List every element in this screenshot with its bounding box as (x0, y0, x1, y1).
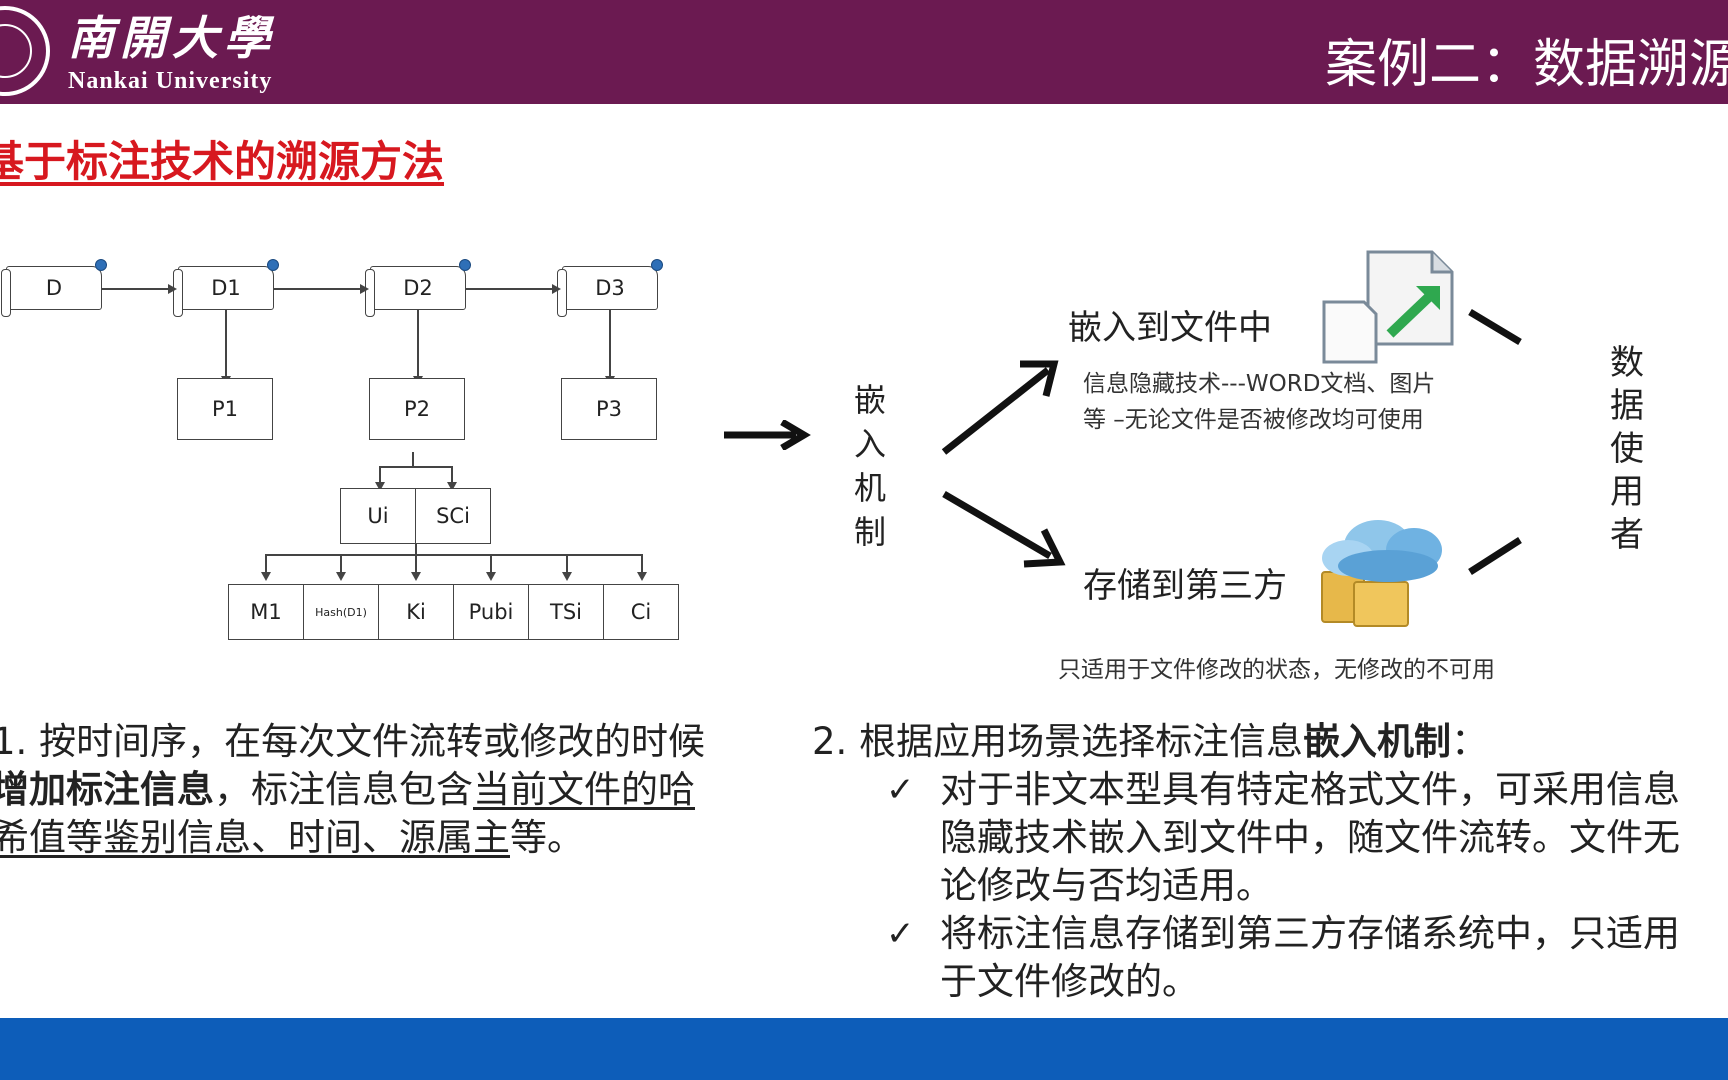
provenance-box-p1: P1 (177, 378, 273, 440)
arrow-line (102, 288, 172, 290)
arrow-head (562, 572, 572, 581)
document-icon (1322, 250, 1454, 364)
data-user-char: 者 (1610, 515, 1644, 555)
arrow-head (637, 572, 647, 581)
data-user-char: 使 (1610, 429, 1644, 469)
check-icon: ✓ (886, 770, 915, 810)
point-one-line: 增加标注信息，标注信息包含当前文件的哈 (0, 766, 752, 814)
arrow-head (411, 572, 421, 581)
field-box-ki: Ki (378, 584, 454, 640)
section-title: 基于标注技术的溯源方法 (0, 137, 445, 186)
body-text: ，标注信息包含 (214, 768, 473, 811)
connector-line (490, 554, 492, 574)
cloud-storage-icon (1321, 520, 1442, 627)
underlined-text: 希值等鉴别信息、时间、源属主 (0, 816, 510, 859)
connector-line (379, 466, 451, 468)
embed-mechanism-char: 制 (853, 513, 886, 551)
embed-mechanism-char: 入 (853, 425, 886, 463)
slide-footer-bar (0, 1018, 1728, 1080)
store-third-party-desc: 只适用于文件修改的状态，无修改的不可用 (1058, 657, 1495, 683)
connector-line (415, 554, 417, 574)
connector-line (415, 544, 417, 554)
check-icon: ✓ (886, 914, 915, 954)
check-item-line: 将标注信息存储到第三方存储系统中，只适用 (940, 912, 1680, 955)
arrow-head (486, 572, 496, 581)
right-arrow-icon (724, 420, 811, 450)
store-third-party-label: 存储到第三方 (1083, 566, 1287, 606)
arrow-line (466, 288, 556, 290)
data-user-char: 用 (1610, 472, 1644, 512)
split-box-ui: Ui (340, 488, 416, 544)
connector-line (412, 452, 414, 466)
doc-node-d: D (1, 259, 107, 317)
split-box-sci: SCi (415, 488, 491, 544)
connector-line (265, 554, 641, 556)
slide-title: 案例二：数据溯源 (1325, 35, 1728, 95)
embed-mechanism-char: 机 (853, 469, 886, 507)
check-item-line: 隐藏技术嵌入到文件中，随文件流转。文件无 (940, 816, 1680, 859)
field-box-m1: M1 (228, 584, 304, 640)
embed-to-file-desc: 信息隐藏技术---WORD文档、图片 (1083, 371, 1436, 397)
doc-node-d1: D1 (173, 259, 279, 317)
data-user-char: 数 (1610, 343, 1644, 383)
connector-line (566, 554, 568, 574)
arrow-line (417, 310, 419, 380)
arrow-head (552, 284, 561, 294)
point-one-text: 1. 按时间序，在每次文件流转或修改的时候 增加标注信息，标注信息包含当前文件的… (0, 718, 752, 862)
underlined-text: 当前文件的哈 (473, 768, 695, 811)
point-one-line: 1. 按时间序，在每次文件流转或修改的时候 (0, 720, 706, 763)
arrow-head (375, 482, 385, 491)
slide-header: 南開大學 Nankai University 案例二：数据溯源 (0, 0, 1728, 104)
provenance-box-p2: P2 (369, 378, 465, 440)
arrow-line (225, 310, 227, 380)
university-name-cn: 南開大學 (68, 11, 276, 65)
field-box-ci: Ci (603, 584, 679, 640)
embed-to-file-label: 嵌入到文件中 (1068, 308, 1272, 348)
embed-mechanism-label: 嵌 入 机 制 (850, 378, 890, 554)
connector-line (340, 554, 342, 574)
emphasis-text: 增加标注信息 (0, 768, 214, 811)
branch-arrows (941, 308, 1522, 575)
arrow-head (360, 284, 369, 294)
arrow-head (168, 284, 177, 294)
provenance-chain-diagram: D D1 D2 D3 P1 P2 P3 Ui SCi M1 Hash(D1) K… (0, 250, 700, 650)
connector-line (641, 554, 643, 574)
field-box-hash: Hash(D1) (303, 584, 379, 640)
embed-to-file-desc: 等 –无论文件是否被修改均可使用 (1083, 407, 1424, 433)
doc-node-d2: D2 (365, 259, 471, 317)
check-item-line: 对于非文本型具有特定格式文件，可采用信息 (940, 768, 1680, 811)
arrow-line (609, 310, 611, 380)
embed-mechanism-char: 嵌 (853, 381, 886, 419)
check-item-line: 于文件修改的。 (940, 960, 1199, 1003)
connector-line (379, 466, 381, 484)
emphasis-text: 嵌入机制 (1303, 720, 1452, 763)
body-text: 等。 (510, 816, 584, 859)
point-one-line: 希值等鉴别信息、时间、源属主等。 (0, 814, 752, 862)
field-box-pubi: Pubi (453, 584, 529, 640)
check-item: ✓ 将标注信息存储到第三方存储系统中，只适用 于文件修改的。 (812, 910, 1728, 1006)
university-name-en: Nankai University (68, 68, 273, 94)
connector-line (451, 466, 453, 484)
body-text: 2. 根据应用场景选择标注信息 (812, 720, 1304, 763)
arrow-head (261, 572, 271, 581)
arrow-line (274, 288, 364, 290)
point-two-text: 2. 根据应用场景选择标注信息嵌入机制： ✓ 对于非文本型具有特定格式文件，可采… (812, 718, 1728, 1006)
arrow-head (336, 572, 346, 581)
provenance-box-p3: P3 (561, 378, 657, 440)
data-user-char: 据 (1610, 386, 1644, 426)
point-two-heading: 2. 根据应用场景选择标注信息嵌入机制： (812, 718, 1728, 766)
connector-line (265, 554, 267, 574)
check-item: ✓ 对于非文本型具有特定格式文件，可采用信息 隐藏技术嵌入到文件中，随文件流转。… (812, 766, 1728, 910)
check-item-line: 论修改与否均适用。 (940, 864, 1273, 907)
doc-node-d3: D3 (557, 259, 663, 317)
arrow-head (447, 482, 457, 491)
data-user-label: 数 据 使 用 者 (1606, 342, 1648, 557)
field-box-tsi: TSi (528, 584, 604, 640)
university-seal-logo (0, 6, 50, 96)
body-text: ： (1451, 720, 1489, 763)
